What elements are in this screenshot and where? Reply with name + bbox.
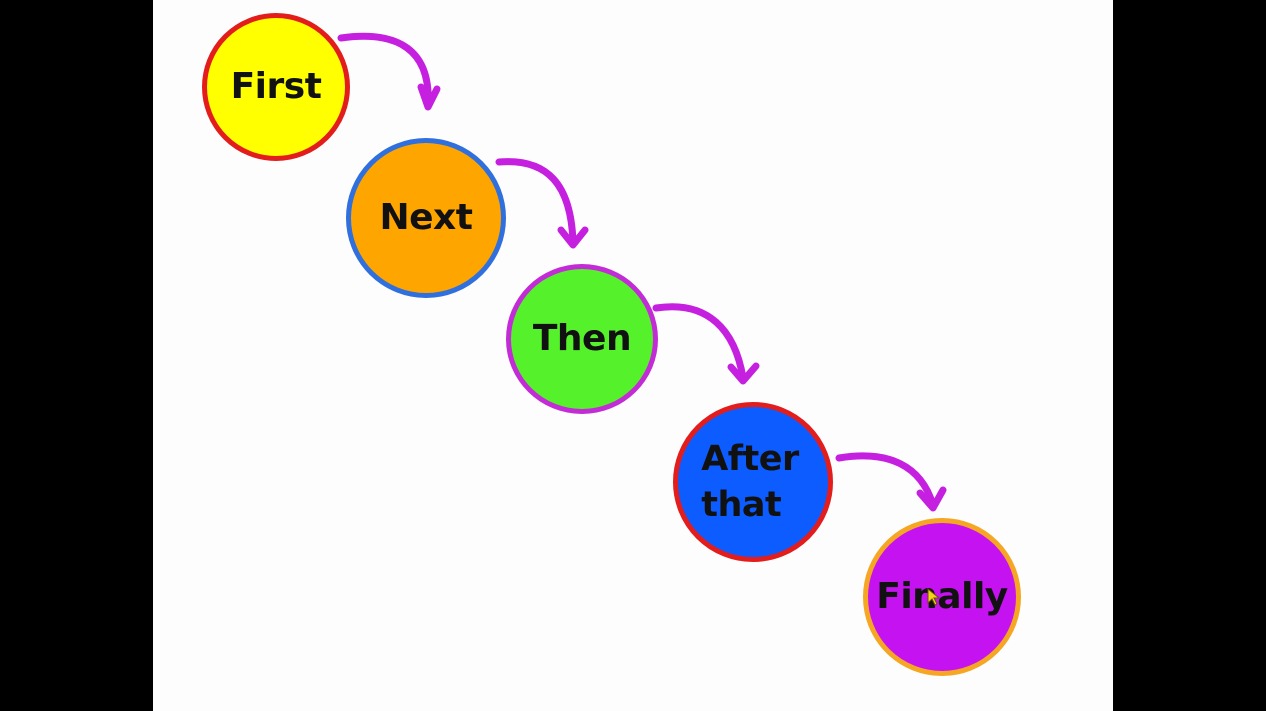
curved-arrow-icon: [916, 486, 947, 512]
step-first-circle: First: [202, 13, 350, 161]
step-finally-circle: Finally: [863, 518, 1021, 676]
curved-arrow-icon: [495, 158, 577, 246]
curved-arrow-icon: [727, 362, 760, 385]
curved-arrow-icon: [337, 32, 432, 109]
step-next-label: Next: [379, 197, 473, 238]
sequence-diagram: First Next Then After that Finally: [153, 0, 1113, 711]
step-finally-label: Finally: [876, 576, 1008, 617]
step-first-label: First: [230, 66, 322, 107]
letterbox-left: [0, 0, 153, 711]
curved-arrow-icon: [417, 83, 441, 111]
step-then-circle: Then: [506, 264, 658, 414]
curved-arrow-icon: [835, 452, 937, 509]
step-after-that-circle: After that: [673, 402, 833, 562]
curved-arrow-icon: [557, 226, 589, 249]
arrow-layer: [337, 32, 947, 512]
step-then-label: Then: [532, 318, 632, 359]
curved-arrow-icon: [652, 303, 747, 382]
mouse-cursor-icon: [927, 588, 941, 606]
step-after-that-label: After that: [701, 439, 799, 525]
step-next-circle: Next: [346, 138, 506, 298]
letterbox-right: [1113, 0, 1266, 711]
